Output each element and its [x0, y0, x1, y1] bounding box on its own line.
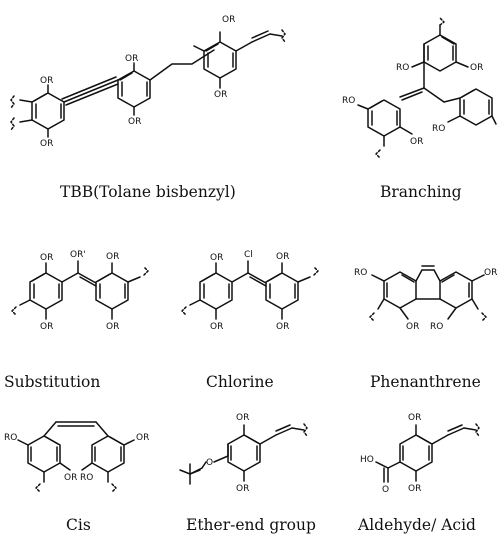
phenanthrene-structure: RO OR OR RO [354, 265, 497, 332]
ether-or-label-2: OR [236, 484, 249, 494]
ether-end-structure: O OR OR [179, 413, 308, 494]
caption-aldehyde-acid: Aldehyde/ Acid [358, 516, 476, 534]
cis-or-label-2: OR [64, 473, 77, 483]
chlorine-or-label-3: OR [210, 322, 223, 332]
caption-tbb: TBB(Tolane bisbenzyl) [60, 183, 236, 201]
phenanthrene-or-label: OR [484, 268, 497, 278]
aldehyde-or-label-2: OR [408, 484, 421, 494]
caption-substitution: Substitution [4, 373, 101, 391]
phenanthrene-or-label-2: OR [406, 322, 419, 332]
aldehyde-or-label-1: OR [408, 413, 421, 423]
branching-ro-label-2: RO [342, 96, 355, 106]
tbb-or-label-5: OR [222, 15, 235, 25]
cis-ro-label-1: RO [4, 433, 17, 443]
aldehyde-acid-structure: HO O OR OR [360, 413, 480, 495]
substitution-structure: OR OR' OR OR OR [11, 250, 149, 332]
caption-branching: Branching [380, 183, 462, 201]
chlorine-structure: OR Cl OR OR OR [181, 250, 319, 332]
substitution-or-label-3: OR [40, 322, 53, 332]
phenanthrene-ro-label-2: RO [430, 322, 443, 332]
chlorine-or-label-1: OR [210, 253, 223, 263]
tbb-or-label-2: OR [40, 139, 53, 149]
tbb-or-label-6: OR [214, 90, 227, 100]
caption-phenanthrene: Phenanthrene [370, 373, 481, 391]
cis-structure: RO OR OR RO [4, 421, 149, 493]
cis-or-label-1: OR [136, 433, 149, 443]
branching-structure: RO OR RO OR RO [342, 17, 497, 159]
tbb-or-label-1: OR [40, 76, 53, 86]
branching-ro-label-3: RO [432, 124, 445, 134]
substitution-or-prime-label: OR' [70, 250, 86, 260]
caption-ether-end-group: Ether-end group [186, 516, 316, 534]
tbb-structure: OR OR OR OR OR OR [10, 15, 286, 149]
chlorine-or-label-4: OR [276, 322, 289, 332]
tbb-or-label-3: OR [125, 54, 138, 64]
substitution-or-label-2: OR [106, 252, 119, 262]
caption-cis: Cis [66, 516, 91, 534]
substitution-or-label-4: OR [106, 322, 119, 332]
branching-ro-label-1: RO [396, 63, 409, 73]
branching-or-label-2: OR [410, 137, 423, 147]
aldehyde-ho-label: HO [360, 455, 374, 465]
ether-o-label: O [206, 458, 213, 468]
branching-or-label: OR [470, 63, 483, 73]
ether-or-label-1: OR [236, 413, 249, 423]
cis-ro-label-2: RO [80, 473, 93, 483]
caption-chlorine: Chlorine [206, 373, 274, 391]
aldehyde-o-label: O [382, 485, 389, 495]
chlorine-cl-label: Cl [244, 250, 253, 260]
tbb-or-label-4: OR [128, 117, 141, 127]
phenanthrene-ro-label: RO [354, 268, 367, 278]
chlorine-or-label-2: OR [276, 252, 289, 262]
substitution-or-label-1: OR [40, 253, 53, 263]
